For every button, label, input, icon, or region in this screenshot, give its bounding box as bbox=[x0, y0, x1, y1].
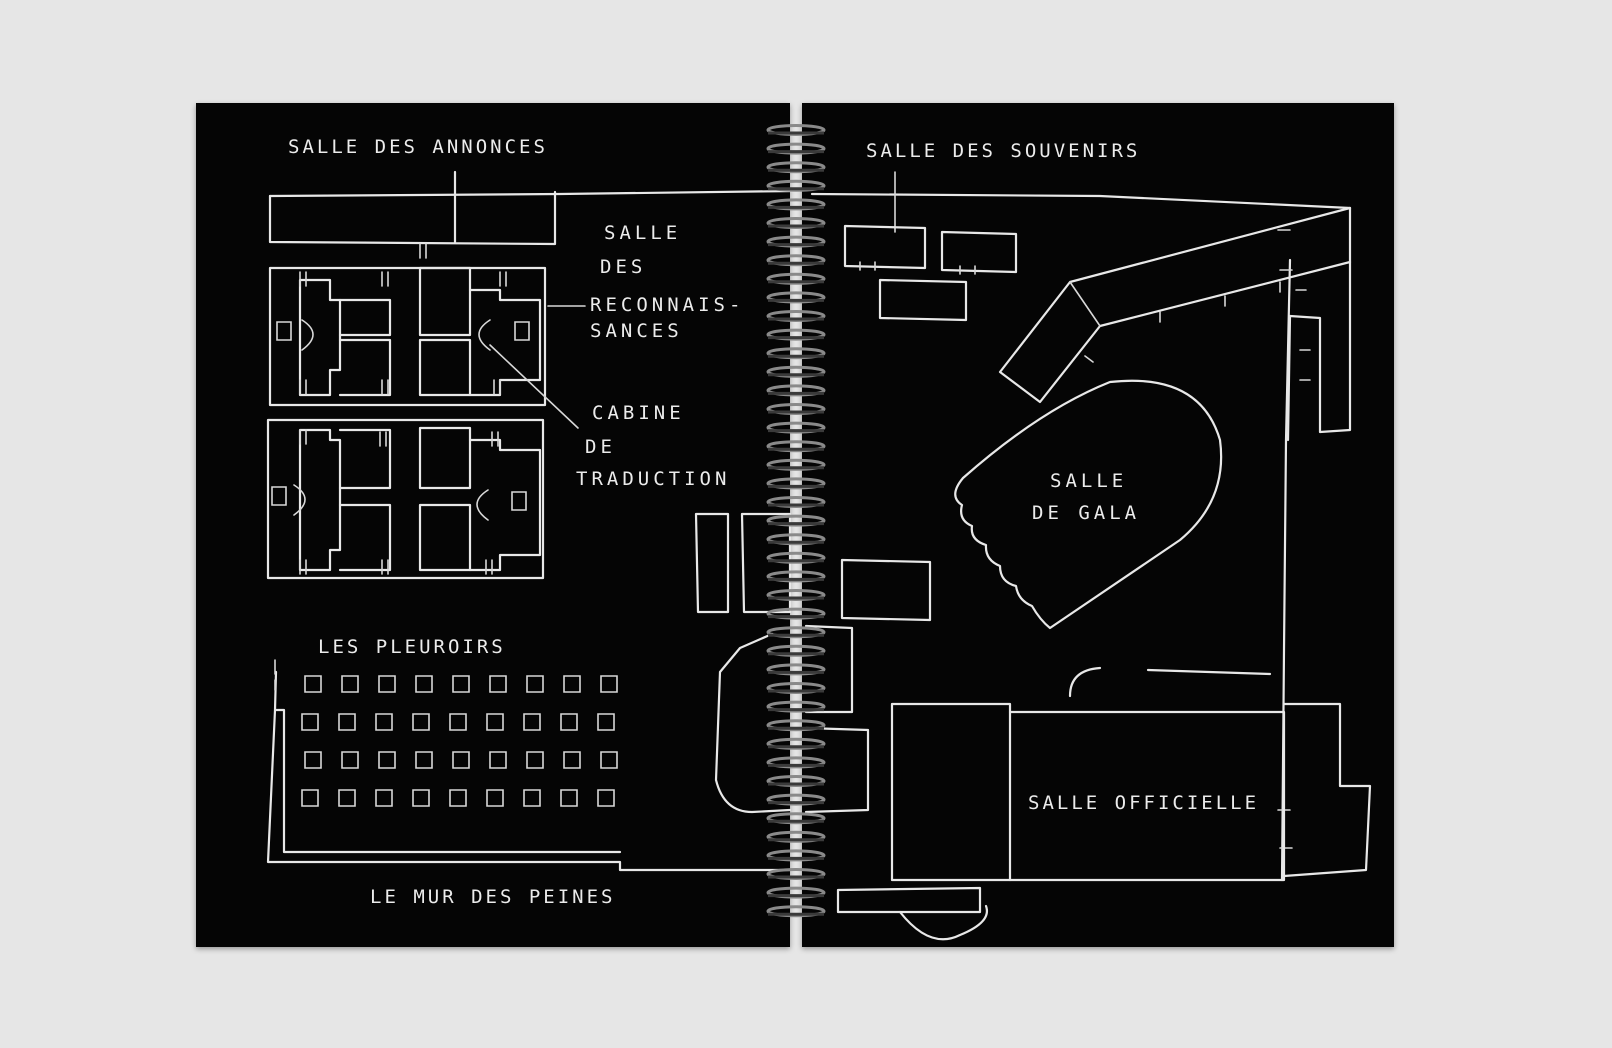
pleuroir-seat bbox=[415, 751, 433, 769]
pleuroir-seat bbox=[597, 713, 615, 731]
pleuroirs-seats bbox=[301, 675, 618, 807]
pleuroir-seat bbox=[526, 751, 544, 769]
label-gala-2: DE GALA bbox=[1032, 502, 1141, 524]
pleuroir-seat bbox=[486, 789, 504, 807]
label-salle-officielle: SALLE OFFICIELLE bbox=[1028, 792, 1260, 814]
label-cabine-2: DE bbox=[585, 436, 616, 458]
reconnaissance-cabins bbox=[266, 243, 547, 580]
pleuroir-seat bbox=[600, 751, 618, 769]
bottom-corridor bbox=[836, 886, 982, 914]
officielle-door-arc bbox=[1068, 666, 1102, 698]
spine-room-c bbox=[714, 632, 792, 814]
officielle-east bbox=[1282, 702, 1372, 878]
connector-b bbox=[804, 726, 870, 814]
pleuroir-seat bbox=[600, 675, 618, 693]
pleuroir-seat bbox=[412, 713, 430, 731]
pleuroir-seat bbox=[489, 751, 507, 769]
pleuroir-seat bbox=[341, 675, 359, 693]
pleuroir-seat bbox=[563, 675, 581, 693]
right-corridor bbox=[1286, 206, 1352, 442]
label-les-pleuroirs: LES PLEUROIRS bbox=[318, 636, 506, 658]
pleuroir-seat bbox=[523, 713, 541, 731]
right-top-wall bbox=[810, 192, 1352, 210]
right-page bbox=[802, 103, 1394, 947]
label-reconnaissances-1: SALLE bbox=[604, 222, 682, 244]
salle-officielle bbox=[1008, 710, 1286, 882]
pleuroir-seat bbox=[341, 751, 359, 769]
label-reconnaissances-3: RECONNAIS- bbox=[590, 294, 745, 316]
label-salle-des-annonces: SALLE DES ANNONCES bbox=[288, 136, 548, 158]
salle-de-gala bbox=[954, 379, 1223, 630]
label-cabine-3: TRADUCTION bbox=[576, 468, 731, 490]
pleuroir-seat bbox=[378, 675, 396, 693]
spiral-binding bbox=[766, 124, 826, 918]
pleuroir-seat bbox=[452, 751, 470, 769]
angled-gallery bbox=[998, 206, 1352, 404]
pleuroir-seat bbox=[486, 713, 504, 731]
bottom-rotunda bbox=[898, 904, 989, 941]
pleuroir-seat bbox=[563, 751, 581, 769]
pleuroir-seat bbox=[304, 675, 322, 693]
label-le-mur-des-peines: LE MUR DES PEINES bbox=[370, 886, 616, 908]
pleuroir-seat bbox=[412, 789, 430, 807]
annonces-room bbox=[268, 190, 557, 246]
pleuroir-seat bbox=[338, 713, 356, 731]
vestibule-box bbox=[840, 558, 932, 622]
pleuroir-seat bbox=[338, 789, 356, 807]
officielle-north-wall bbox=[1146, 668, 1272, 676]
pleuroir-seat bbox=[378, 751, 396, 769]
pleuroir-seat bbox=[489, 675, 507, 693]
pleuroir-seat bbox=[449, 789, 467, 807]
pleuroir-seat bbox=[523, 789, 541, 807]
pleuroir-seat bbox=[560, 713, 578, 731]
label-reconnaissances-2: DES bbox=[600, 256, 647, 278]
souvenirs-cases bbox=[843, 224, 1018, 322]
pleuroir-seat bbox=[375, 713, 393, 731]
pleuroir-seat bbox=[375, 789, 393, 807]
pleuroir-seat bbox=[452, 675, 470, 693]
pleuroir-seat bbox=[526, 675, 544, 693]
mur-des-peines bbox=[274, 708, 622, 854]
officielle-side bbox=[890, 702, 1012, 882]
pleuroir-seat bbox=[415, 675, 433, 693]
connector-a bbox=[804, 624, 854, 714]
pleuroirs-wall bbox=[266, 670, 792, 872]
label-gala-1: SALLE bbox=[1050, 470, 1128, 492]
pleuroir-seat bbox=[560, 789, 578, 807]
spine-room-b bbox=[740, 512, 792, 614]
pleuroir-seat bbox=[304, 751, 322, 769]
label-cabine-1: CABINE bbox=[592, 402, 685, 424]
spine-room-a bbox=[694, 512, 730, 614]
pleuroir-seat bbox=[301, 713, 319, 731]
cabine-leader bbox=[489, 344, 579, 429]
top-wall bbox=[268, 189, 797, 198]
pleuroir-seat bbox=[449, 713, 467, 731]
pleuroir-seat bbox=[597, 789, 615, 807]
label-reconnaissances-4: SANCES bbox=[590, 320, 683, 342]
label-salle-des-souvenirs: SALLE DES SOUVENIRS bbox=[866, 140, 1141, 162]
pleuroir-seat bbox=[301, 789, 319, 807]
